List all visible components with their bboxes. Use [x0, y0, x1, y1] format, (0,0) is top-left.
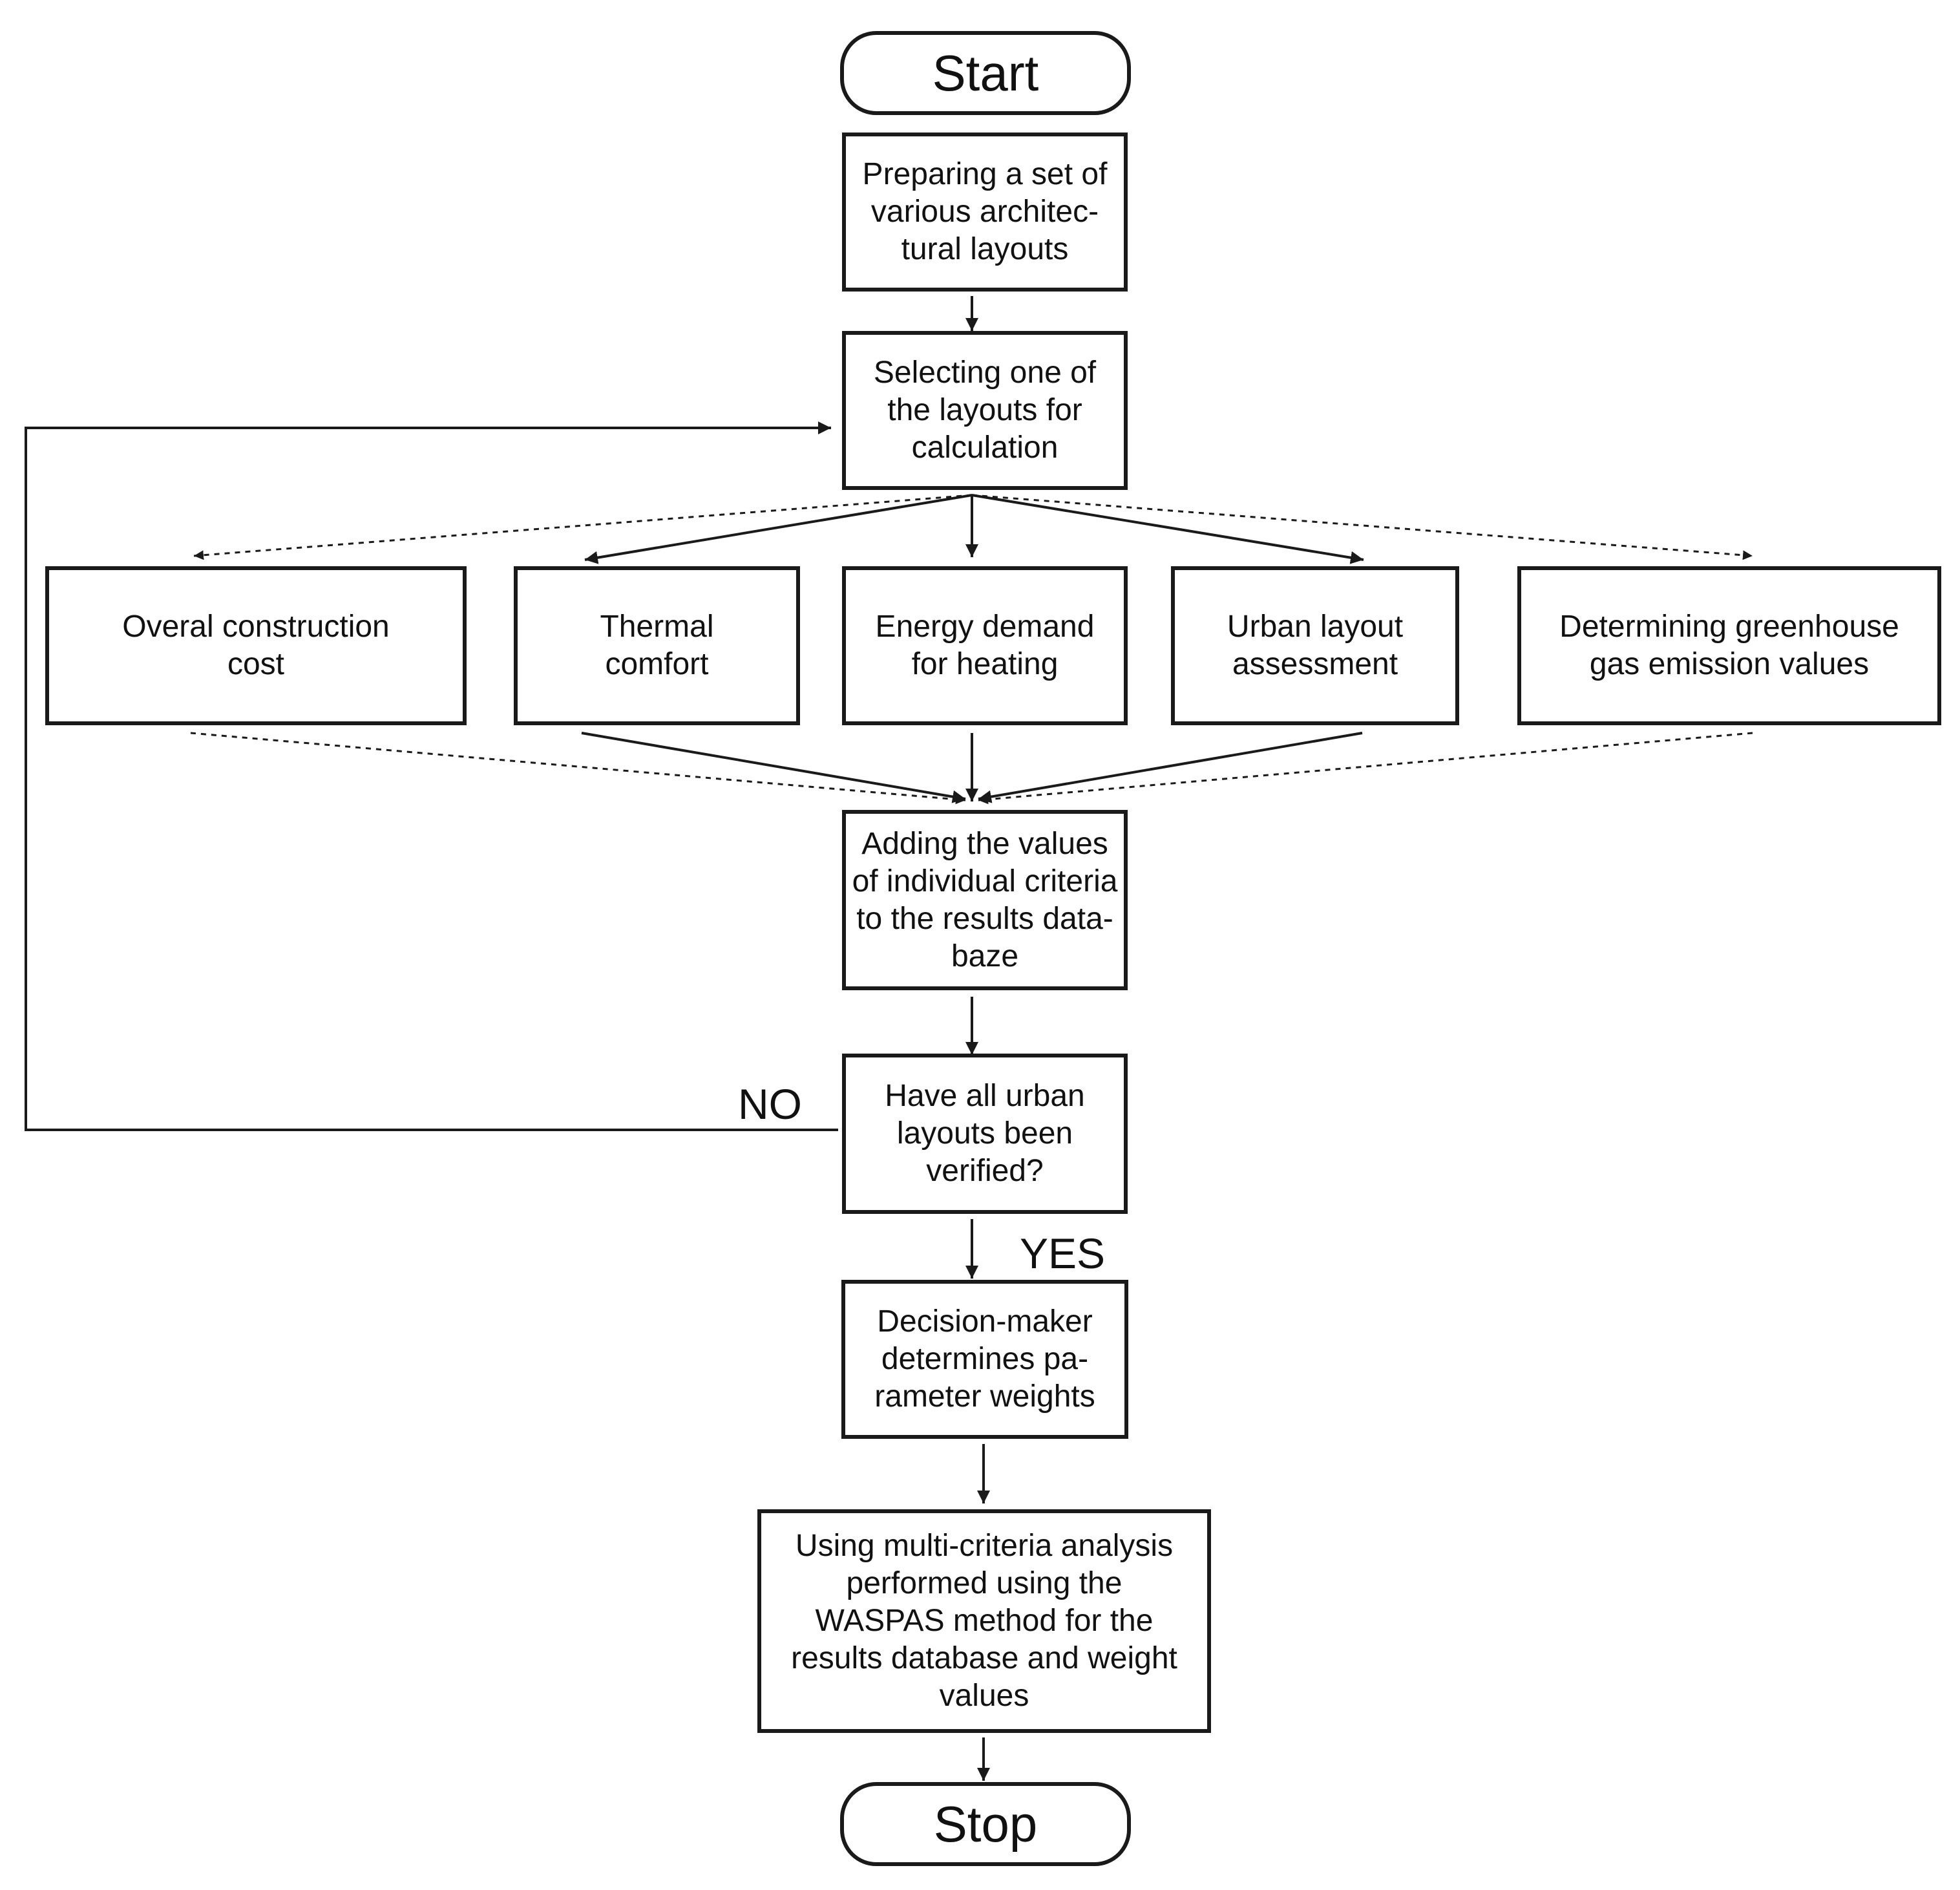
no-label: NO	[738, 1080, 802, 1128]
dotted-arrow-select-to-ghg	[971, 494, 1753, 560]
criterion-thermal-comfort: Thermal comfort	[514, 566, 800, 725]
arrow-select-to-thermal	[584, 494, 973, 564]
arrow-select-to-urban	[971, 494, 1364, 564]
stop-terminal: Stop	[840, 1782, 1131, 1866]
dotted-arrow-ghg-to-adding	[978, 732, 1753, 805]
dotted-arrow-select-to-cost	[193, 494, 973, 560]
criterion-energy-demand: Energy demand for heating	[842, 566, 1128, 725]
verification-decision: Have all urban layouts been verified?	[842, 1054, 1128, 1214]
yes-label: YES	[1020, 1229, 1106, 1277]
dotted-arrow-cost-to-adding	[190, 732, 966, 805]
arrow-thermal-to-adding	[581, 732, 966, 803]
criterion-ghg-emissions: Determining greenhouse gas emission valu…	[1517, 566, 1941, 725]
criterion-construction-cost: Overal construction cost	[45, 566, 467, 725]
add-values-step: Adding the values of individual criteria…	[842, 810, 1128, 990]
loop-no-to-select	[25, 421, 838, 1131]
start-terminal: Start	[840, 31, 1131, 115]
parameter-weights-step: Decision-maker determines pa- rameter we…	[841, 1280, 1128, 1439]
criterion-urban-layout: Urban layout assessment	[1171, 566, 1459, 725]
prepare-layouts-step: Preparing a set of various architec- tur…	[842, 133, 1128, 292]
arrow-urban-to-adding	[978, 732, 1363, 803]
waspas-analysis-step: Using multi-criteria analysis performed …	[757, 1509, 1211, 1733]
select-layout-step: Selecting one of the layouts for calcula…	[842, 331, 1128, 490]
